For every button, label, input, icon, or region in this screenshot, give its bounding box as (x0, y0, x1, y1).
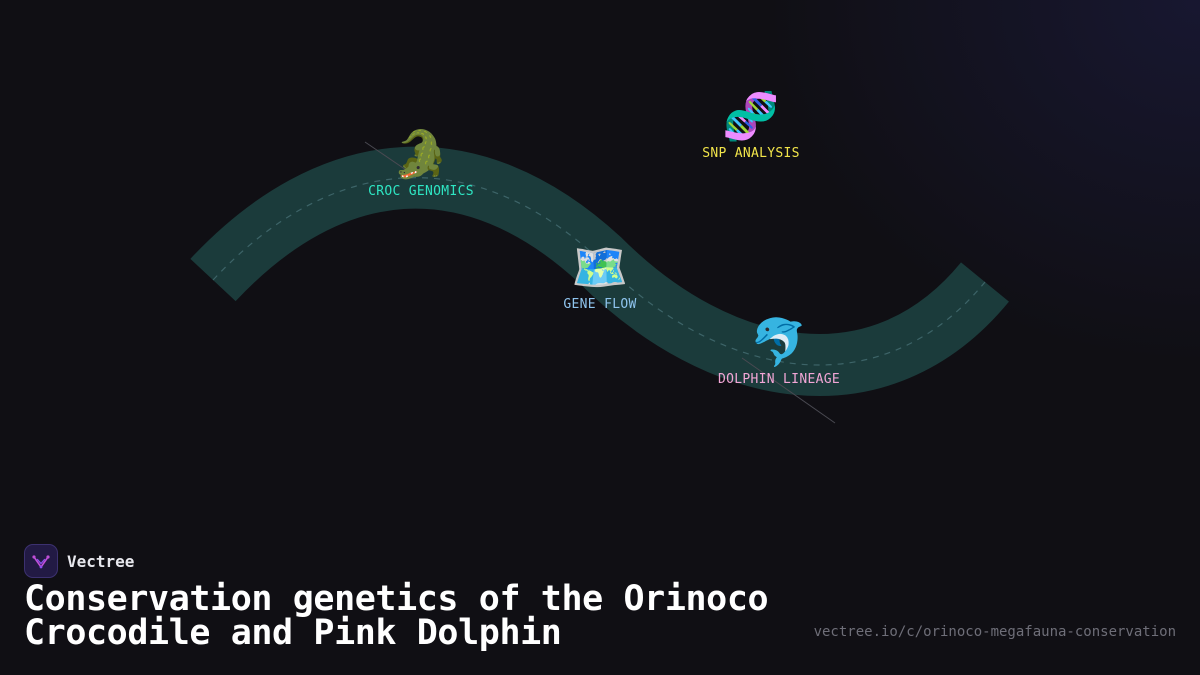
dna-icon: 🧬 (722, 91, 780, 142)
node-label: DOLPHIN LINEAGE (718, 372, 840, 387)
node-croc-genomics[interactable]: 🐊 CROC GENOMICS (368, 128, 474, 199)
connector-line-dolphin (741, 357, 836, 424)
source-url[interactable]: vectree.io/c/orinoco-megafauna-conservat… (813, 624, 1176, 640)
connector-line-croc (364, 141, 413, 175)
node-label: CROC GENOMICS (368, 184, 474, 199)
vectree-logo-icon (24, 544, 58, 578)
node-label: SNP ANALYSIS (702, 146, 800, 161)
dolphin-icon: 🐬 (750, 317, 808, 368)
page-title: Conservation genetics of the Orinoco Cro… (24, 579, 769, 653)
brand[interactable]: Vectree (24, 544, 134, 578)
path-center-dashes (212, 177, 986, 366)
node-snp-analysis[interactable]: 🧬 SNP ANALYSIS (702, 90, 800, 161)
node-dolphin-lineage[interactable]: 🐬 DOLPHIN LINEAGE (718, 316, 840, 387)
world-map-icon: 🗺️ (571, 242, 629, 293)
brand-name: Vectree (67, 551, 135, 571)
node-gene-flow[interactable]: 🗺️ GENE FLOW (563, 241, 636, 312)
node-label: GENE FLOW (563, 297, 637, 312)
crocodile-icon: 🐊 (392, 129, 450, 180)
